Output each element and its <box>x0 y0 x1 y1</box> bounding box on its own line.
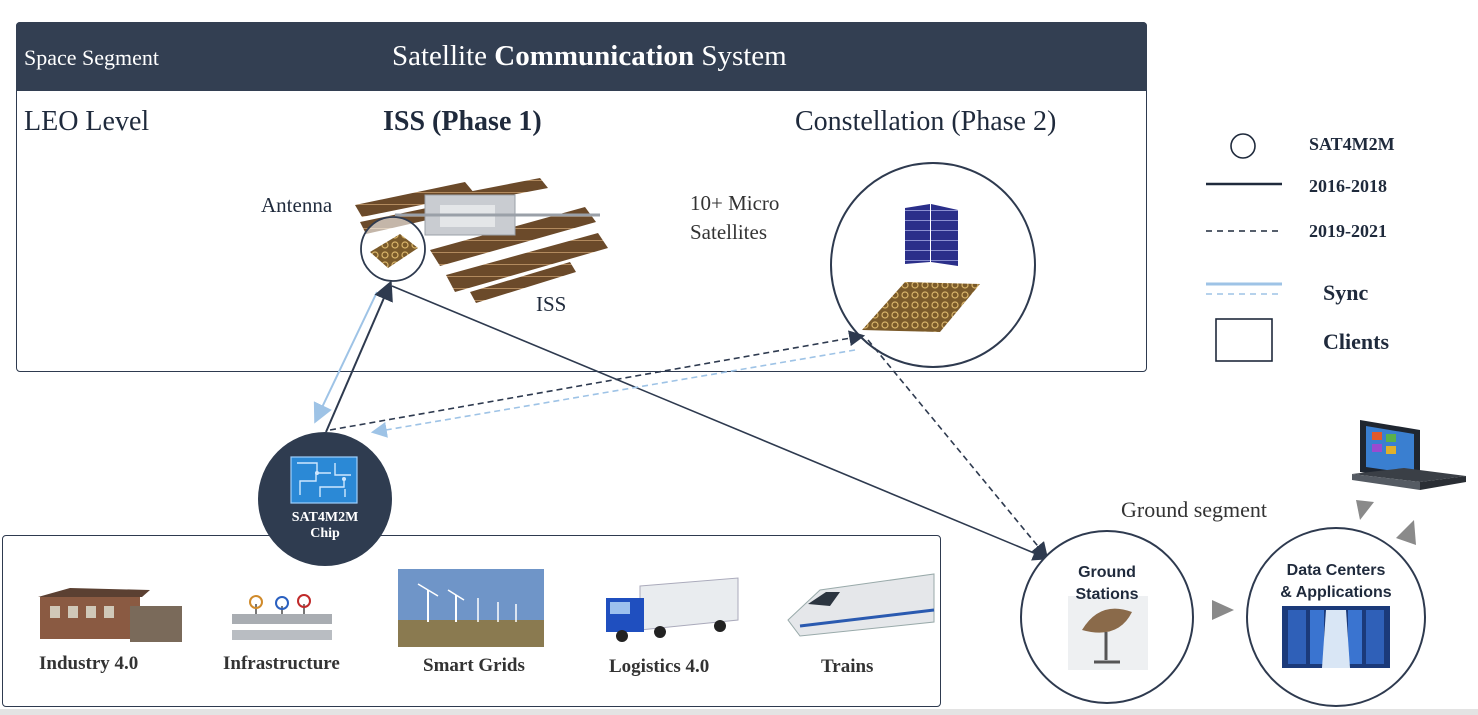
micro-satellites-label: 10+ Micro Satellites <box>690 189 779 247</box>
legend-phase1-label: 2016-2018 <box>1309 176 1387 196</box>
leo-level-label: LEO Level <box>24 106 150 137</box>
chip-label-line2: Chip <box>310 526 340 541</box>
space-segment-header <box>16 22 1147 91</box>
arrow-laptop-to-dc <box>1396 520 1416 545</box>
iss-label: ISS <box>536 292 567 316</box>
client-industry-label: Industry 4.0 <box>39 653 139 674</box>
data-centers-line1: Data Centers <box>1286 562 1386 579</box>
arrow-dc-to-laptop <box>1356 500 1374 520</box>
ground-stations-line2: Stations <box>1075 586 1139 603</box>
legend-clients-label: Clients <box>1323 329 1389 354</box>
sync-link-iss-to-chip <box>313 291 378 424</box>
link-constellation-to-ground <box>867 339 1049 559</box>
link-chip-to-constellation <box>329 330 866 431</box>
pipeline-valves-illustration <box>232 594 332 640</box>
ground-stations-label: Ground Stations <box>1022 562 1192 606</box>
train-illustration <box>787 573 935 637</box>
clients-box: Industry 4.0 Infrastructure Smart Grids … <box>2 535 941 707</box>
wind-turbines-illustration <box>398 569 544 647</box>
chip-label: SAT4M2M Chip <box>258 510 392 542</box>
bottom-bar <box>0 709 1478 715</box>
iss-phase-title: ISS (Phase 1) <box>383 106 542 137</box>
industry-building-illustration <box>38 588 182 642</box>
iss-illustration <box>355 178 608 303</box>
system-title-post: System <box>694 40 787 72</box>
data-centers-line2: & Applications <box>1280 584 1392 601</box>
legend-sat4m2m-label: SAT4M2M <box>1309 134 1395 154</box>
system-title-bold: Communication <box>494 40 695 72</box>
client-smart-grids-label: Smart Grids <box>423 655 525 676</box>
micro-satellite-illustration <box>862 204 980 332</box>
constellation-circle <box>830 162 1036 368</box>
constellation-phase-title: Constellation (Phase 2) <box>795 106 1057 137</box>
legend-sync-label: Sync <box>1323 280 1369 305</box>
sync-link-constellation-to-chip <box>370 349 856 438</box>
client-trains-label: Trains <box>821 656 874 677</box>
system-title-pre: Satellite <box>392 40 495 72</box>
data-center-illustration <box>1282 606 1390 668</box>
ground-segment-label: Ground segment <box>1121 497 1268 522</box>
micro-satellites-line2: Satellites <box>690 220 767 244</box>
laptop-illustration <box>1352 420 1466 490</box>
satellite-dish-illustration <box>1068 596 1148 670</box>
antenna-panel <box>370 234 418 268</box>
truck-illustration <box>606 577 739 642</box>
client-logistics-label: Logistics 4.0 <box>609 656 710 677</box>
link-chip-to-iss <box>325 280 393 433</box>
space-segment-label: Space Segment <box>24 45 160 70</box>
legend-circle-icon <box>1230 133 1256 159</box>
client-infrastructure-label: Infrastructure <box>223 653 340 674</box>
micro-satellites-line1: 10+ Micro <box>690 191 780 215</box>
system-title: Satellite Communication System <box>392 40 787 73</box>
legend-phase2-label: 2019-2021 <box>1309 221 1387 241</box>
ground-stations-line1: Ground <box>1078 564 1136 581</box>
link-iss-to-ground <box>391 285 1049 561</box>
legend-clients-box <box>1215 318 1273 362</box>
chip-label-line1: SAT4M2M <box>291 510 359 525</box>
chip-icon-overlay <box>290 456 358 504</box>
antenna-label: Antenna <box>261 193 333 217</box>
arrow-stations-to-dc <box>1212 600 1234 620</box>
data-centers-label: Data Centers & Applications <box>1248 560 1424 604</box>
